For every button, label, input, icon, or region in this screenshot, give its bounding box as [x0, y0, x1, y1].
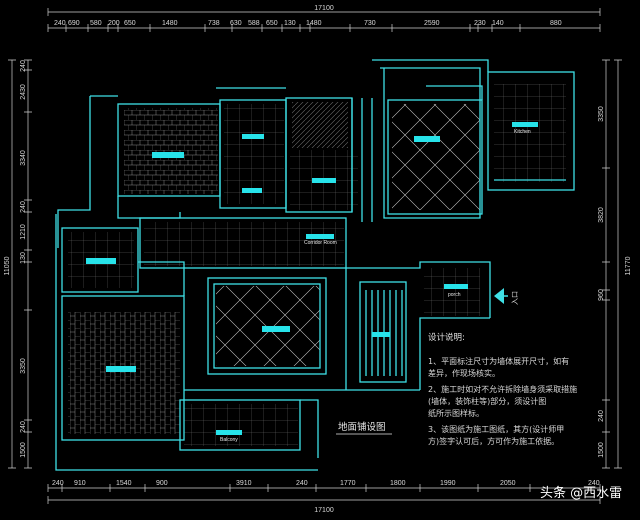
svg-text:1500: 1500 — [598, 442, 605, 458]
svg-text:1210: 1210 — [20, 224, 27, 240]
entry-label: 入口 — [511, 291, 519, 305]
design-notes: 设计说明: 1、平面标注尺寸为墙体展开尺寸，如有 差异，作现场核实。 2、施工时… — [428, 332, 577, 446]
svg-text:580: 580 — [90, 20, 102, 27]
svg-text:1770: 1770 — [340, 480, 356, 487]
svg-text:方)签字认可后，方可作为施工依据。: 方)签字认可后，方可作为施工依据。 — [428, 436, 559, 446]
dim-top-total: 17100 — [314, 5, 334, 12]
svg-text:3910: 3910 — [236, 480, 252, 487]
svg-text:3、该图纸为施工图纸，其方(设计师甲: 3、该图纸为施工图纸，其方(设计师甲 — [428, 424, 564, 434]
svg-text:240: 240 — [52, 480, 64, 487]
room-label-balcony: Balcony — [220, 437, 238, 443]
svg-text:1800: 1800 — [390, 480, 406, 487]
room-label-kitchen: Kitchen — [514, 129, 531, 135]
svg-text:588: 588 — [248, 20, 260, 27]
svg-text:230: 230 — [474, 20, 486, 27]
svg-text:240: 240 — [20, 60, 27, 72]
svg-text:2430: 2430 — [20, 84, 27, 100]
svg-text:690: 690 — [68, 20, 80, 27]
drawing-title: 地面铺设图 — [338, 421, 386, 433]
dims-top: 240 690 580 200 650 1480 738 630 588 650… — [54, 20, 562, 27]
svg-text:2590: 2590 — [424, 20, 440, 27]
svg-text:130: 130 — [284, 20, 296, 27]
dim-bottom-total: 17100 — [314, 507, 334, 514]
dims-right: 3350 3820 960 240 1500 — [598, 106, 605, 458]
svg-text:差异，作现场核实。: 差异，作现场核实。 — [428, 368, 500, 378]
svg-text:240: 240 — [296, 480, 308, 487]
watermark: 头条 @西水雷 — [540, 485, 622, 501]
svg-text:纸所示图样标。: 纸所示图样标。 — [428, 408, 484, 418]
room-label-foyer: porch — [448, 292, 461, 298]
svg-text:1、平面标注尺寸为墙体展开尺寸，如有: 1、平面标注尺寸为墙体展开尺寸，如有 — [428, 356, 569, 366]
dims-bottom: 240 910 1540 900 3910 240 1770 1800 1990… — [52, 480, 600, 487]
svg-text:2、施工时如对不允许拆除墙身须采取措施: 2、施工时如对不允许拆除墙身须采取措施 — [428, 384, 577, 394]
svg-text:240: 240 — [598, 410, 605, 422]
svg-text:910: 910 — [74, 480, 86, 487]
svg-text:3820: 3820 — [598, 207, 605, 223]
svg-text:240: 240 — [20, 421, 27, 433]
entry-arrow-icon — [494, 288, 508, 304]
svg-text:2050: 2050 — [500, 480, 516, 487]
svg-text:200: 200 — [108, 20, 120, 27]
svg-text:3350: 3350 — [20, 358, 27, 374]
dims-left: 240 2430 3340 240 1210 130 3350 240 1500 — [20, 60, 27, 458]
notes-heading: 设计说明: — [428, 332, 465, 343]
svg-text:(墙体，装饰柱等)部分，须设计图: (墙体，装饰柱等)部分，须设计图 — [428, 396, 546, 406]
room-tags — [86, 122, 538, 435]
svg-text:240: 240 — [54, 20, 66, 27]
room-label-corridor: Corridor Room — [304, 240, 337, 246]
dim-right-total: 11770 — [625, 256, 632, 275]
svg-text:130: 130 — [20, 252, 27, 264]
dim-left-total: 11050 — [4, 256, 11, 275]
svg-text:738: 738 — [208, 20, 220, 27]
svg-text:1480: 1480 — [162, 20, 178, 27]
svg-text:880: 880 — [550, 20, 562, 27]
svg-text:630: 630 — [230, 20, 242, 27]
floor-fills — [68, 84, 566, 446]
svg-text:3350: 3350 — [598, 106, 605, 122]
svg-text:960: 960 — [598, 289, 605, 301]
svg-text:900: 900 — [156, 480, 168, 487]
room-labels: Kitchen Corridor Room porch Balcony — [220, 129, 531, 443]
svg-text:1500: 1500 — [20, 442, 27, 458]
dimension-ticks — [8, 8, 622, 504]
svg-text:730: 730 — [364, 20, 376, 27]
svg-text:650: 650 — [266, 20, 278, 27]
svg-text:240: 240 — [20, 201, 27, 213]
svg-text:1540: 1540 — [116, 480, 132, 487]
svg-text:240: 240 — [588, 480, 600, 487]
dimension-lines — [11, 11, 619, 501]
svg-text:1480: 1480 — [306, 20, 322, 27]
svg-text:140: 140 — [492, 20, 504, 27]
svg-text:650: 650 — [124, 20, 136, 27]
svg-text:3340: 3340 — [20, 150, 27, 166]
svg-text:1990: 1990 — [440, 480, 456, 487]
